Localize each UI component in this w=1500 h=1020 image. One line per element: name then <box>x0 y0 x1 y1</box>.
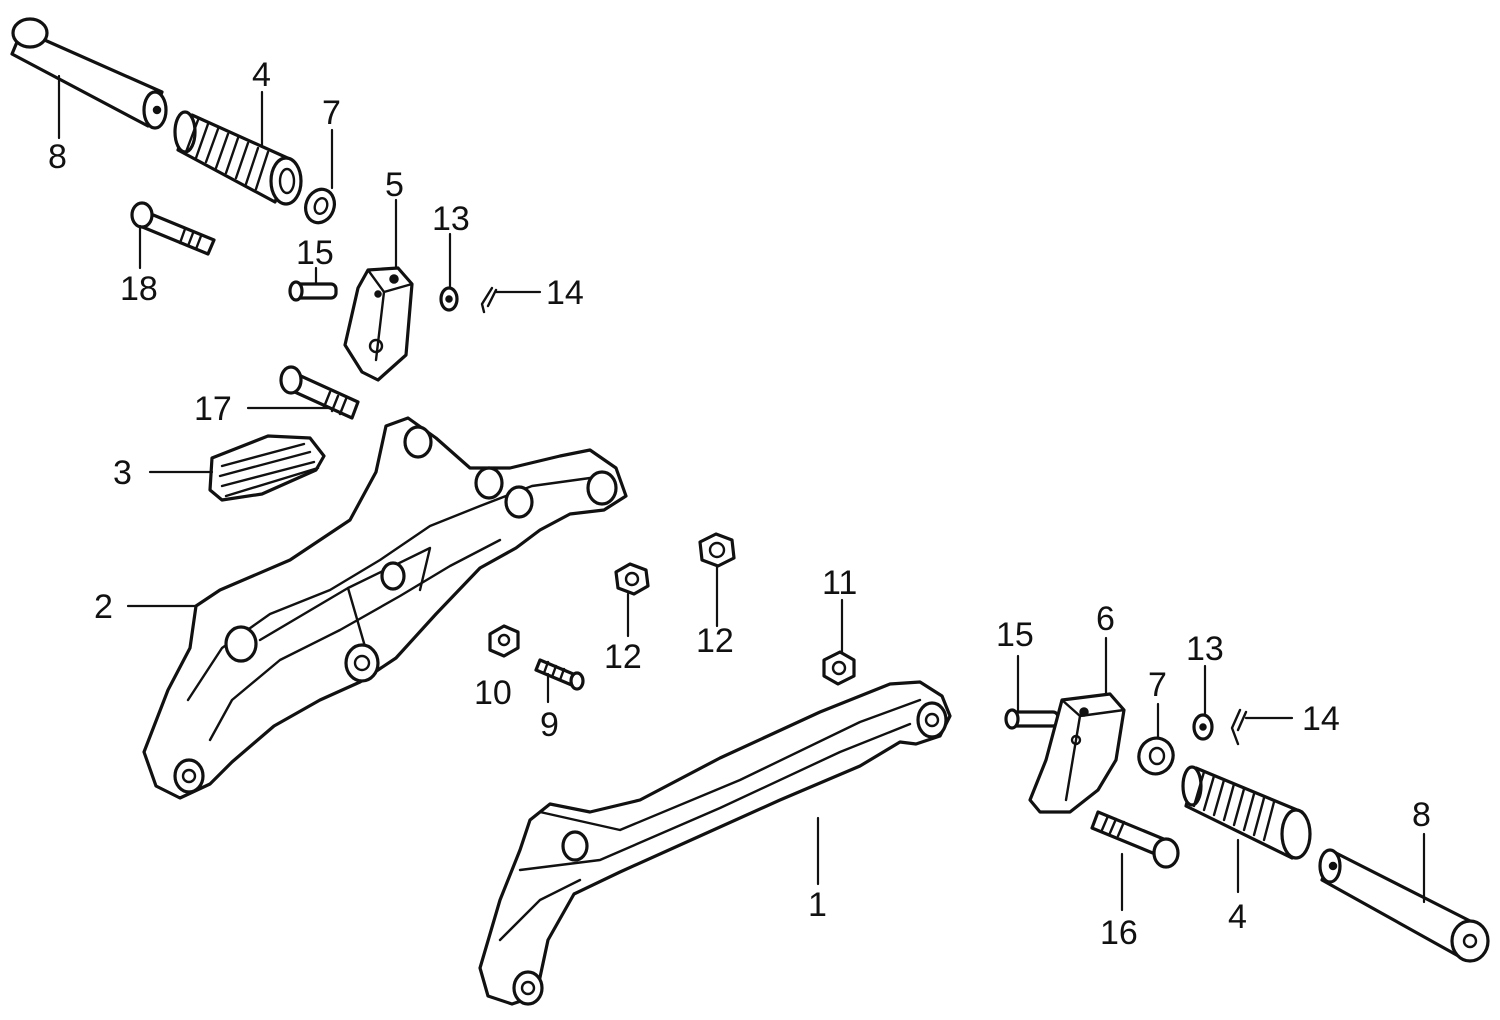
callout-labels: 8 4 7 5 13 15 18 14 17 3 2 12 12 11 10 9… <box>48 56 1431 952</box>
callout-9: 9 <box>540 706 559 744</box>
callout-4-upper: 4 <box>252 56 271 94</box>
callout-8-upper: 8 <box>48 138 67 176</box>
nut-10 <box>488 624 520 658</box>
nut-11 <box>822 650 856 686</box>
cotter-pin-14-upper <box>480 286 498 314</box>
bolt-18 <box>130 201 216 256</box>
nut-12-left <box>614 562 650 596</box>
callout-12-right: 12 <box>696 622 734 660</box>
footpeg-rubber-upper <box>173 110 303 206</box>
pin-15-upper <box>288 280 338 302</box>
callout-16: 16 <box>1100 914 1138 952</box>
bolt-9 <box>534 658 585 691</box>
callout-1: 1 <box>808 886 827 924</box>
callout-3: 3 <box>113 454 132 492</box>
step-holder-arm <box>478 680 952 1006</box>
washer-upper <box>304 187 336 225</box>
callout-18: 18 <box>120 270 158 308</box>
callout-7-lower: 7 <box>1148 666 1167 704</box>
callout-8-lower: 8 <box>1412 796 1431 834</box>
callout-7-upper: 7 <box>322 94 341 132</box>
callout-11: 11 <box>822 564 857 602</box>
callout-12-left: 12 <box>604 638 642 676</box>
nut-12-right <box>698 532 736 568</box>
washer-13-lower <box>1192 713 1214 741</box>
callout-5: 5 <box>385 166 404 204</box>
washer-lower <box>1137 736 1175 776</box>
callout-14-lower: 14 <box>1302 700 1340 738</box>
pad-3 <box>208 434 326 502</box>
bracket-6 <box>1028 692 1126 814</box>
washer-13-upper <box>439 286 459 312</box>
bolt-17 <box>279 365 360 420</box>
bolt-16 <box>1090 810 1180 869</box>
callout-10: 10 <box>474 674 512 712</box>
footpeg-pin-upper <box>10 17 168 130</box>
callout-17: 17 <box>194 390 232 428</box>
callout-2: 2 <box>94 588 113 626</box>
callout-15-lower: 15 <box>996 616 1034 654</box>
bracket-5 <box>343 266 414 382</box>
cotter-pin-14-lower <box>1230 708 1248 746</box>
footpeg-bracket-frame <box>142 416 628 800</box>
callout-15-upper: 15 <box>296 234 334 272</box>
pin-15-lower <box>1004 708 1060 730</box>
callout-4-lower: 4 <box>1228 898 1247 936</box>
leader-lines <box>57 74 1426 912</box>
footpeg-pin-lower <box>1318 848 1490 963</box>
callout-14-upper: 14 <box>546 274 584 312</box>
footpeg-rubber-lower <box>1181 765 1312 860</box>
callout-13-lower: 13 <box>1186 630 1224 668</box>
callout-6: 6 <box>1096 600 1115 638</box>
callout-13-upper: 13 <box>432 200 470 238</box>
